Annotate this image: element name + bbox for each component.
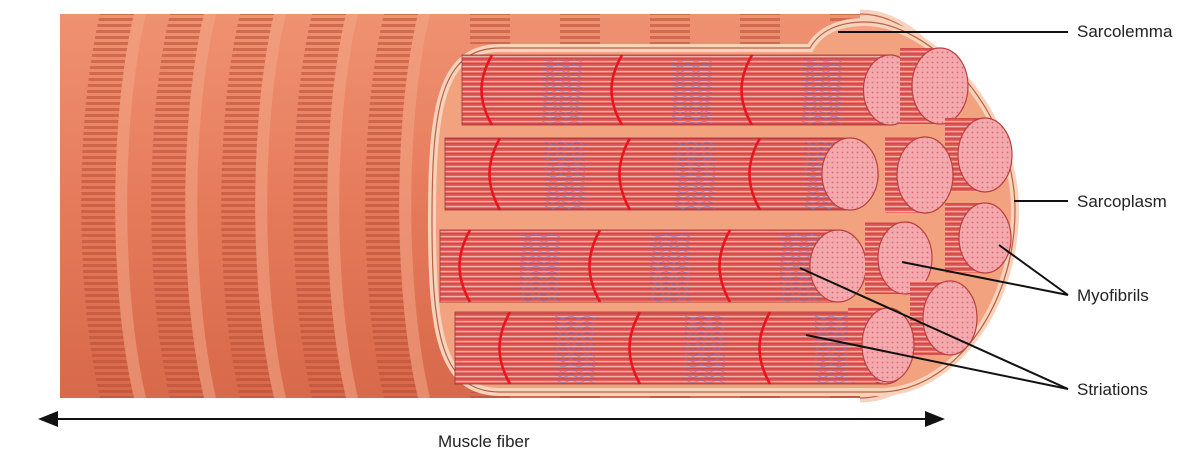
myofibril [462, 55, 917, 125]
myofibril-end [900, 48, 968, 124]
myofibril-end [945, 118, 1012, 192]
myofibril [445, 138, 878, 210]
myofibril [455, 312, 912, 384]
myofibril [440, 230, 866, 302]
striations-label: Striations [1077, 380, 1148, 400]
sarcolemma-label: Sarcolemma [1077, 22, 1172, 42]
muscle-fiber-label: Muscle fiber [438, 432, 530, 452]
muscle-fiber-arrow [38, 411, 945, 427]
sarcoplasm-label: Sarcoplasm [1077, 192, 1167, 212]
myofibril-end [885, 137, 953, 213]
myofibril-end [945, 203, 1011, 273]
myofibrils-label: Myofibrils [1077, 286, 1149, 306]
